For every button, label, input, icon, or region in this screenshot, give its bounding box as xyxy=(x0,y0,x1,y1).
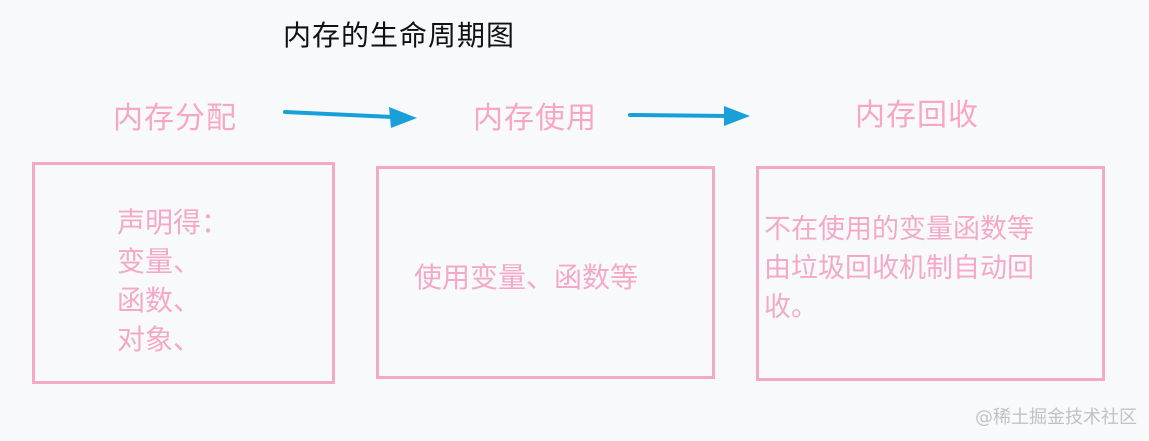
diagram-title: 内存的生命周期图 xyxy=(283,19,516,52)
watermark: @稀土掘金技术社区 xyxy=(975,407,1137,428)
stage-description-usage: 使用变量、函数等 xyxy=(414,261,639,294)
arrow-allocation-to-usage xyxy=(283,107,417,128)
stage-description-collection: 不在使用的变量函数等 由垃圾回收机制自动回 收。 xyxy=(764,214,1034,323)
stage-box-usage xyxy=(376,166,715,379)
arrow-usage-to-collection xyxy=(628,106,750,126)
stage-box-collection xyxy=(756,166,1105,381)
stage-box-allocation xyxy=(32,162,335,384)
stage-description-allocation: 声明得： 变量、 函数、 对象、 xyxy=(117,206,230,356)
stage-label-collection: 内存回收 xyxy=(855,98,979,133)
stage-label-allocation: 内存分配 xyxy=(113,101,237,136)
stage-label-usage: 内存使用 xyxy=(473,101,597,136)
